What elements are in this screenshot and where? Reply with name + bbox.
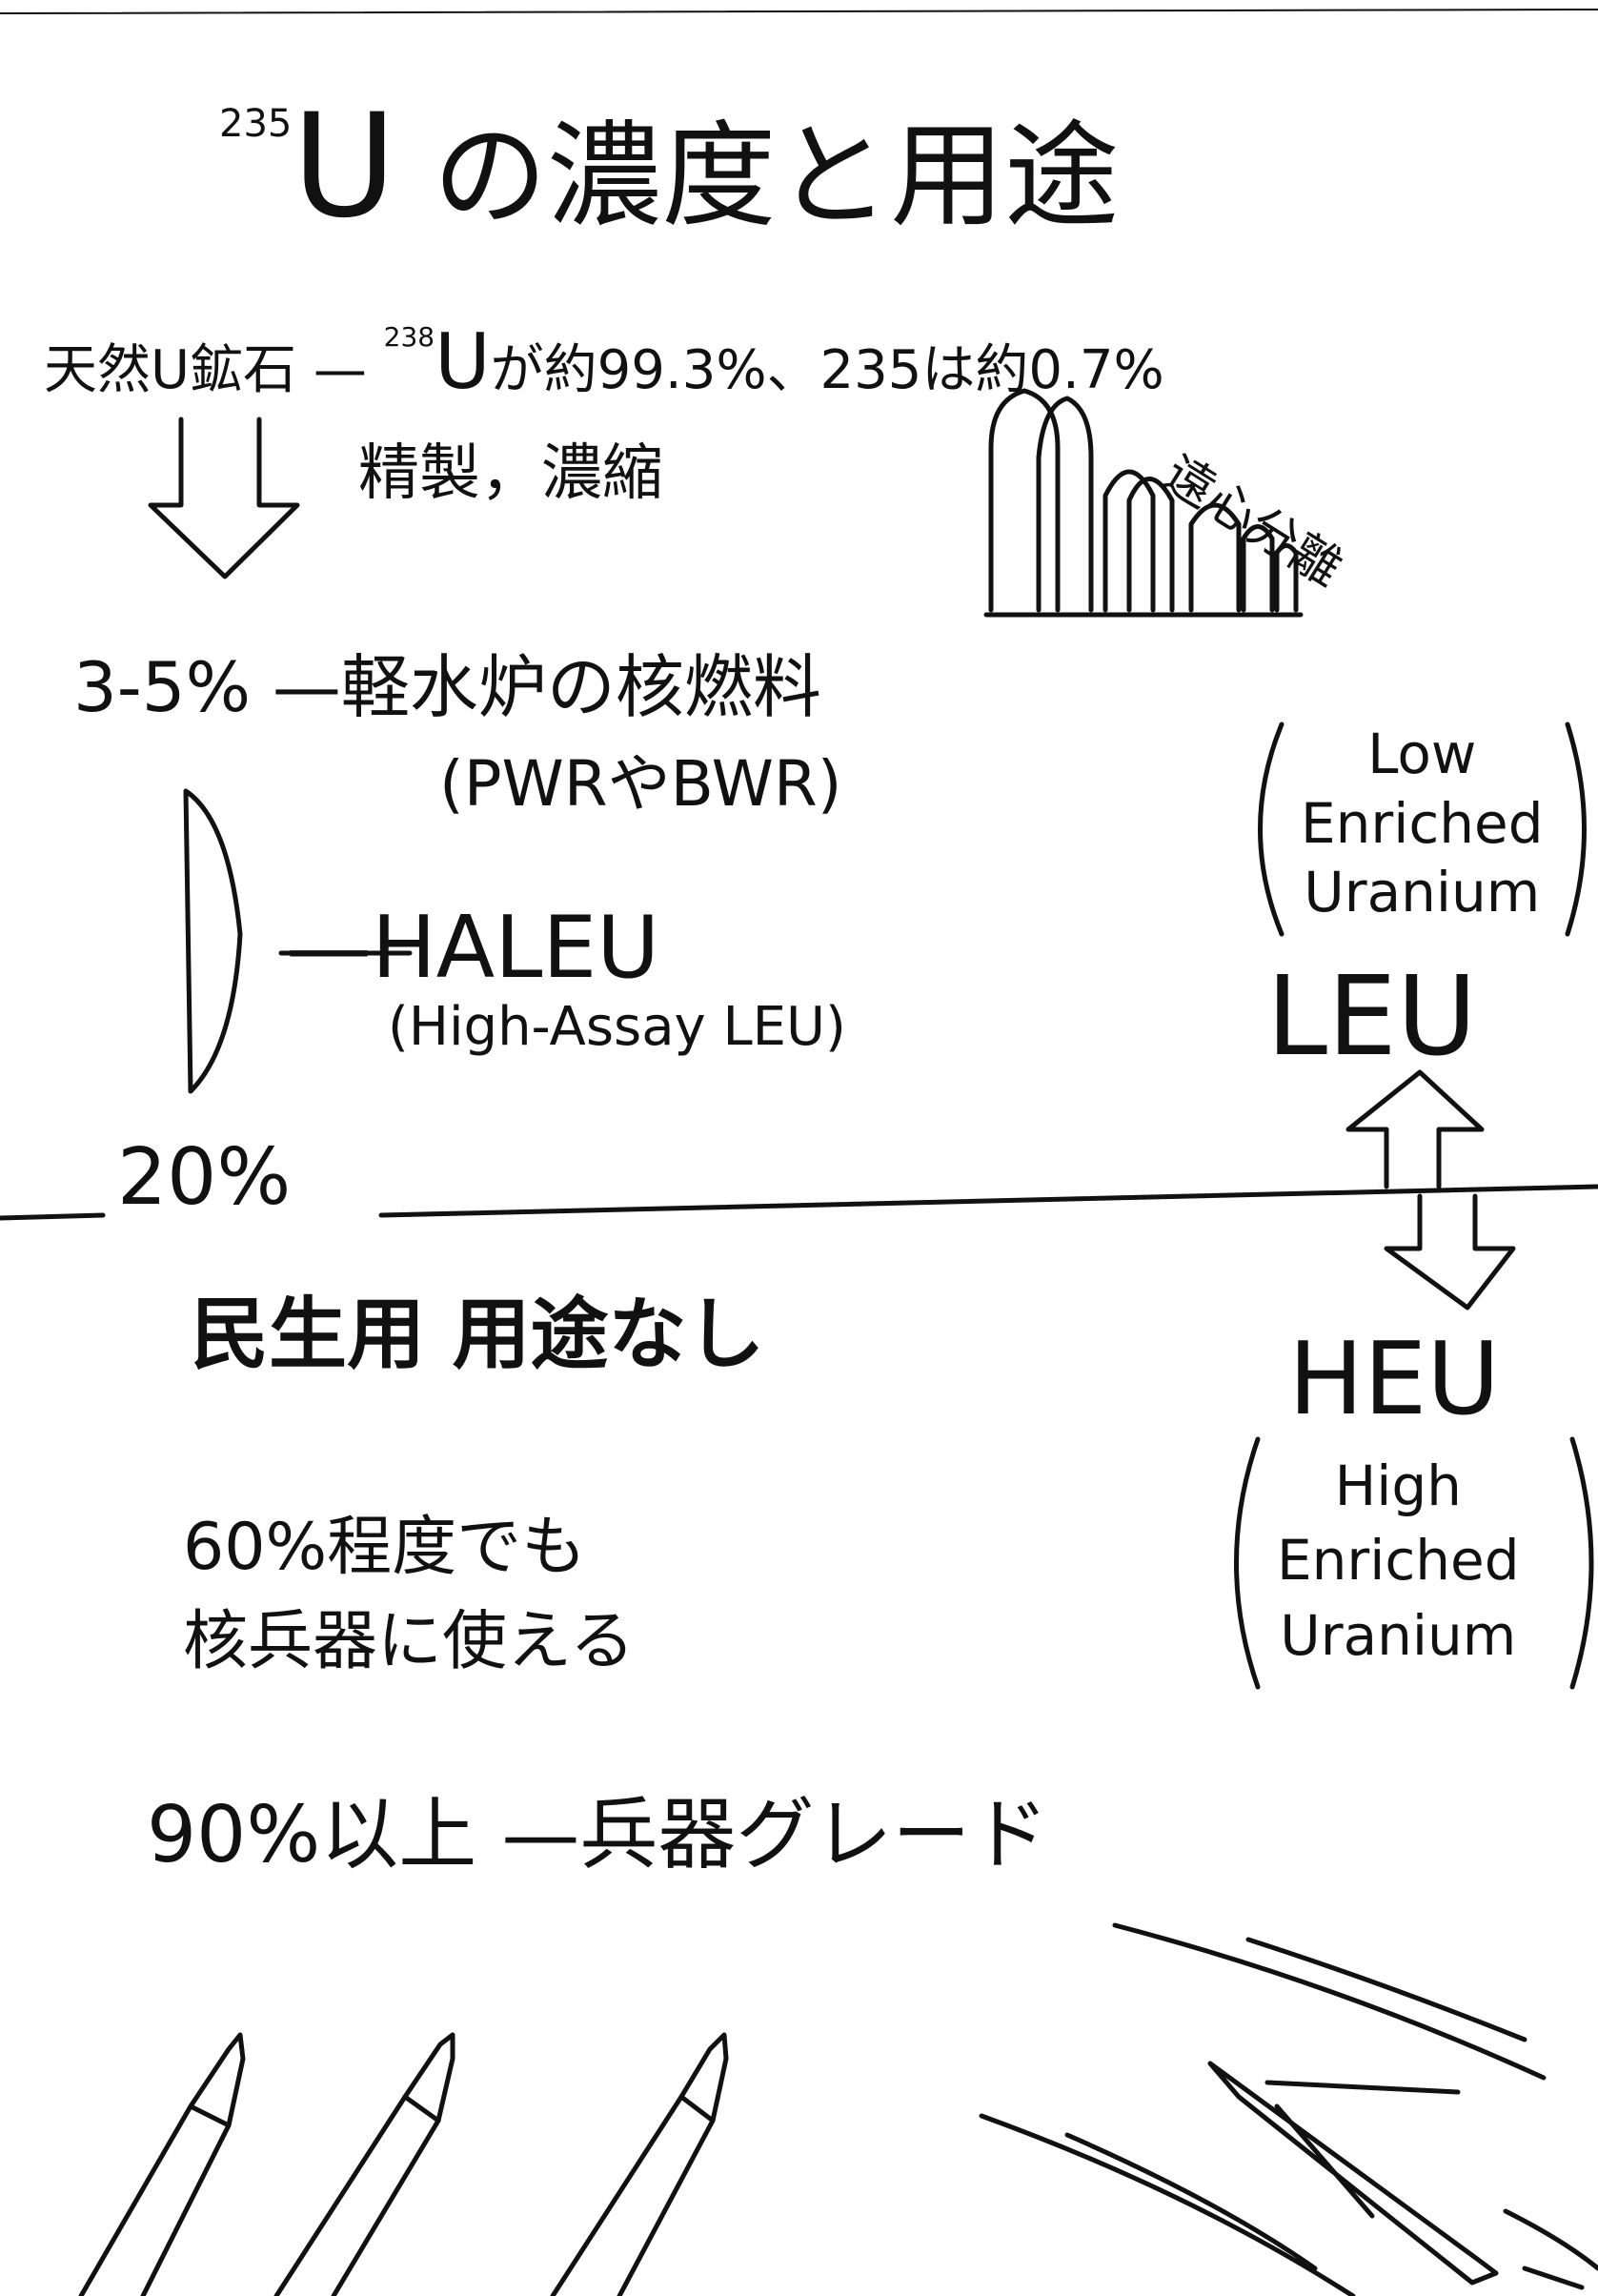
element-symbol: U bbox=[292, 84, 397, 250]
low-enriched-paren-left bbox=[1258, 721, 1284, 937]
natural-ore-label: 天然U鉱石 bbox=[44, 339, 296, 401]
down-arrow-icon bbox=[148, 417, 300, 579]
centrifuge-towers-icon bbox=[983, 388, 1304, 618]
title-text: の濃度と用途 bbox=[433, 111, 1120, 243]
up-arrow-icon bbox=[1345, 1069, 1485, 1189]
heu-abbr: HEU bbox=[1288, 1321, 1501, 1437]
high-enriched-paren-right bbox=[1569, 1436, 1594, 1690]
composition-text: が約99.3%、235は約0.7% bbox=[490, 339, 1164, 401]
isotope-mass: 235 bbox=[219, 102, 293, 146]
heu-word: Enriched bbox=[1277, 1528, 1520, 1594]
low-enriched-paren-right bbox=[1565, 721, 1587, 937]
leu-abbr: LEU bbox=[1266, 953, 1477, 1081]
isotope-mass: 238 bbox=[383, 321, 435, 353]
leu-word: Low bbox=[1367, 721, 1477, 786]
threshold-20-percent: 20% bbox=[117, 1132, 292, 1223]
lwr-fuel-text: —軽水炉の核燃料 bbox=[272, 647, 821, 727]
weapons-grade-line: 90%以上 —兵器グレード bbox=[147, 1790, 1049, 1880]
sixty-line-1: 60%程度でも bbox=[183, 1510, 587, 1585]
refine-enrich-label: 精製，濃縮 bbox=[358, 438, 663, 509]
element-symbol: U bbox=[435, 317, 491, 406]
leu-word: Uranium bbox=[1304, 860, 1541, 924]
lwr-fuel-line: 3-5% —軽水炉の核燃料 bbox=[73, 653, 821, 721]
page-title: 235U の濃度と用途 bbox=[219, 95, 1119, 238]
heu-word: Uranium bbox=[1280, 1602, 1517, 1668]
sixty-percent-note: 60%程度でも核兵器に使える bbox=[183, 1501, 635, 1689]
top-edge-line bbox=[0, 9, 1598, 14]
sixty-line-2: 核兵器に使える bbox=[183, 1603, 635, 1679]
no-civil-use-label: 民生用 用途なし bbox=[191, 1290, 765, 1380]
dash: — bbox=[313, 339, 367, 401]
haleu-label: —HALEU bbox=[286, 898, 660, 998]
threshold-line-20-percent bbox=[0, 1184, 1598, 1221]
down-arrow-heu-icon bbox=[1384, 1193, 1516, 1311]
leu-word: Enriched bbox=[1301, 790, 1544, 856]
missiles-icon bbox=[78, 1922, 1598, 2296]
range-bracket bbox=[183, 788, 243, 1094]
natural-ore-line: 天然U鉱石 — 238Uが約99.3%、235は約0.7% bbox=[44, 324, 1164, 400]
heu-word: High bbox=[1334, 1453, 1462, 1518]
range-3-5: 3-5% bbox=[73, 647, 252, 727]
haleu-note: (High-Assay LEU) bbox=[388, 996, 846, 1058]
pwr-bwr-note: (PWRやBWR) bbox=[439, 747, 842, 821]
high-enriched-paren-left bbox=[1234, 1436, 1261, 1690]
